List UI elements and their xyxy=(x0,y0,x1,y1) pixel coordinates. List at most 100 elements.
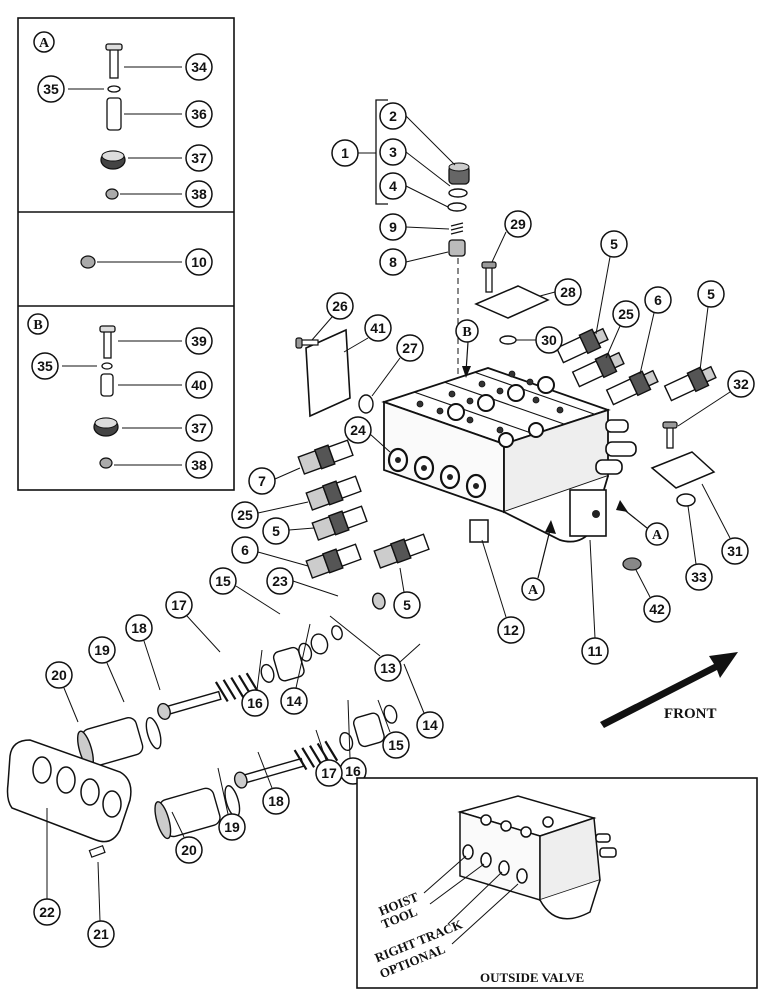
view-marker-a-right-label: A xyxy=(652,528,663,543)
callout-19-lower: 19 xyxy=(218,813,246,841)
callout-23-label: 23 xyxy=(272,573,288,589)
detail-a-washer xyxy=(107,85,121,93)
callout-21: 21 xyxy=(87,920,115,948)
callout-38-b: 38 xyxy=(185,451,213,479)
callout-25-left: 25 xyxy=(231,501,259,529)
detail-panel-frame xyxy=(17,17,235,491)
callout-20-lower: 20 xyxy=(175,836,203,864)
callout-14-lower-label: 14 xyxy=(422,717,438,733)
callout-8-label: 8 xyxy=(389,254,397,270)
right-cover-bolt xyxy=(662,421,678,449)
front-label: FRONT xyxy=(664,706,717,722)
callout-7-label: 7 xyxy=(258,473,266,489)
callout-19-lower-label: 19 xyxy=(224,819,240,835)
callout-16-upper: 16 xyxy=(241,689,269,717)
callout-11: 11 xyxy=(581,637,609,665)
callout-12-label: 12 xyxy=(503,622,519,638)
callout-34-label: 34 xyxy=(191,59,207,75)
callout-6-left-label: 6 xyxy=(241,542,249,558)
callout-37-a: 37 xyxy=(185,144,213,172)
callout-6-right: 6 xyxy=(644,286,672,314)
callout-22: 22 xyxy=(33,898,61,926)
callout-29: 29 xyxy=(504,210,532,238)
callout-9-label: 9 xyxy=(389,219,397,235)
detail-b-leaders xyxy=(62,340,182,466)
callout-33-label: 33 xyxy=(691,569,707,585)
callout-36: 36 xyxy=(185,100,213,128)
callout-35-b-label: 35 xyxy=(37,358,53,374)
callout-20-upper-label: 20 xyxy=(51,667,67,683)
callout-27: 27 xyxy=(396,334,424,362)
right-cover-o-ring xyxy=(676,493,696,507)
callout-4-label: 4 xyxy=(389,178,397,194)
callout-41: 41 xyxy=(364,314,392,342)
callout-20-upper: 20 xyxy=(45,661,73,689)
relief-leaders xyxy=(405,115,459,380)
detail-b-bolt xyxy=(99,325,116,359)
relief-plunger xyxy=(448,239,466,257)
view-marker-a-bottom-label: A xyxy=(528,583,539,598)
callout-2: 2 xyxy=(379,102,407,130)
callout-39-label: 39 xyxy=(191,333,207,349)
view-marker-a-bottom: A xyxy=(521,520,556,601)
callout-15-upper: 15 xyxy=(209,567,237,595)
callout-8: 8 xyxy=(379,248,407,276)
callout-5-top-left: 5 xyxy=(600,230,628,258)
callout-2-label: 2 xyxy=(389,108,397,124)
callout-42: 42 xyxy=(643,595,671,623)
callout-6-right-label: 6 xyxy=(654,292,662,308)
callout-30: 30 xyxy=(535,326,563,354)
view-marker-b: B xyxy=(455,319,479,378)
spool-assembly-lower xyxy=(154,592,398,840)
view-marker-a-right: A xyxy=(616,500,669,546)
callout-37-b: 37 xyxy=(185,414,213,442)
callout-32: 32 xyxy=(727,370,755,398)
callout-19-upper-label: 19 xyxy=(94,642,110,658)
callout-10-label: 10 xyxy=(191,254,207,270)
callout-35-a: 35 xyxy=(37,75,65,103)
callout-15-lower-label: 15 xyxy=(388,737,404,753)
callout-23: 23 xyxy=(266,567,294,595)
callout-27-label: 27 xyxy=(402,340,418,356)
callout-1-label: 1 xyxy=(341,145,349,161)
side-cover-bolt xyxy=(295,337,319,349)
callout-6-left: 6 xyxy=(231,536,259,564)
callout-14-lower: 14 xyxy=(416,711,444,739)
callout-18-upper-label: 18 xyxy=(131,620,147,636)
top-cover-o-ring xyxy=(499,335,517,345)
relief-o-ring-upper xyxy=(448,188,468,198)
callout-5-top-right: 5 xyxy=(697,280,725,308)
callout-26-label: 26 xyxy=(332,298,348,314)
callout-20-lower-label: 20 xyxy=(181,842,197,858)
callout-11-label: 11 xyxy=(588,643,603,659)
detail-b-nut xyxy=(99,457,113,469)
front-direction-arrow: FRONT xyxy=(600,652,738,728)
callout-17-upper: 17 xyxy=(165,591,193,619)
callout-9: 9 xyxy=(379,213,407,241)
callout-4: 4 xyxy=(379,172,407,200)
callout-33: 33 xyxy=(685,563,713,591)
callout-14-upper-label: 14 xyxy=(286,693,302,709)
callout-16-lower-label: 16 xyxy=(345,763,361,779)
callout-12: 12 xyxy=(497,616,525,644)
side-cover-plate xyxy=(305,328,351,418)
detail-nut-ten xyxy=(80,255,96,269)
callout-16-upper-label: 16 xyxy=(247,695,263,711)
right-cartridge-set xyxy=(555,327,717,406)
callout-5-mid: 5 xyxy=(393,591,421,619)
inset-label-leaders xyxy=(423,855,519,945)
valve-body xyxy=(381,367,637,543)
callout-5-top-right-label: 5 xyxy=(707,286,715,302)
callout-35-b: 35 xyxy=(31,352,59,380)
callout-21-label: 21 xyxy=(93,926,109,942)
callout-28-label: 28 xyxy=(560,284,576,300)
callout-41-label: 41 xyxy=(370,320,386,336)
side-o-ring xyxy=(358,394,374,414)
callout-3: 3 xyxy=(379,138,407,166)
callout-25-left-label: 25 xyxy=(237,507,253,523)
detail-b-letter: B xyxy=(33,318,42,333)
detail-a-bolt xyxy=(105,43,123,79)
callout-1: 1 xyxy=(331,139,359,167)
callout-39: 39 xyxy=(185,327,213,355)
callout-18-lower: 18 xyxy=(262,787,290,815)
